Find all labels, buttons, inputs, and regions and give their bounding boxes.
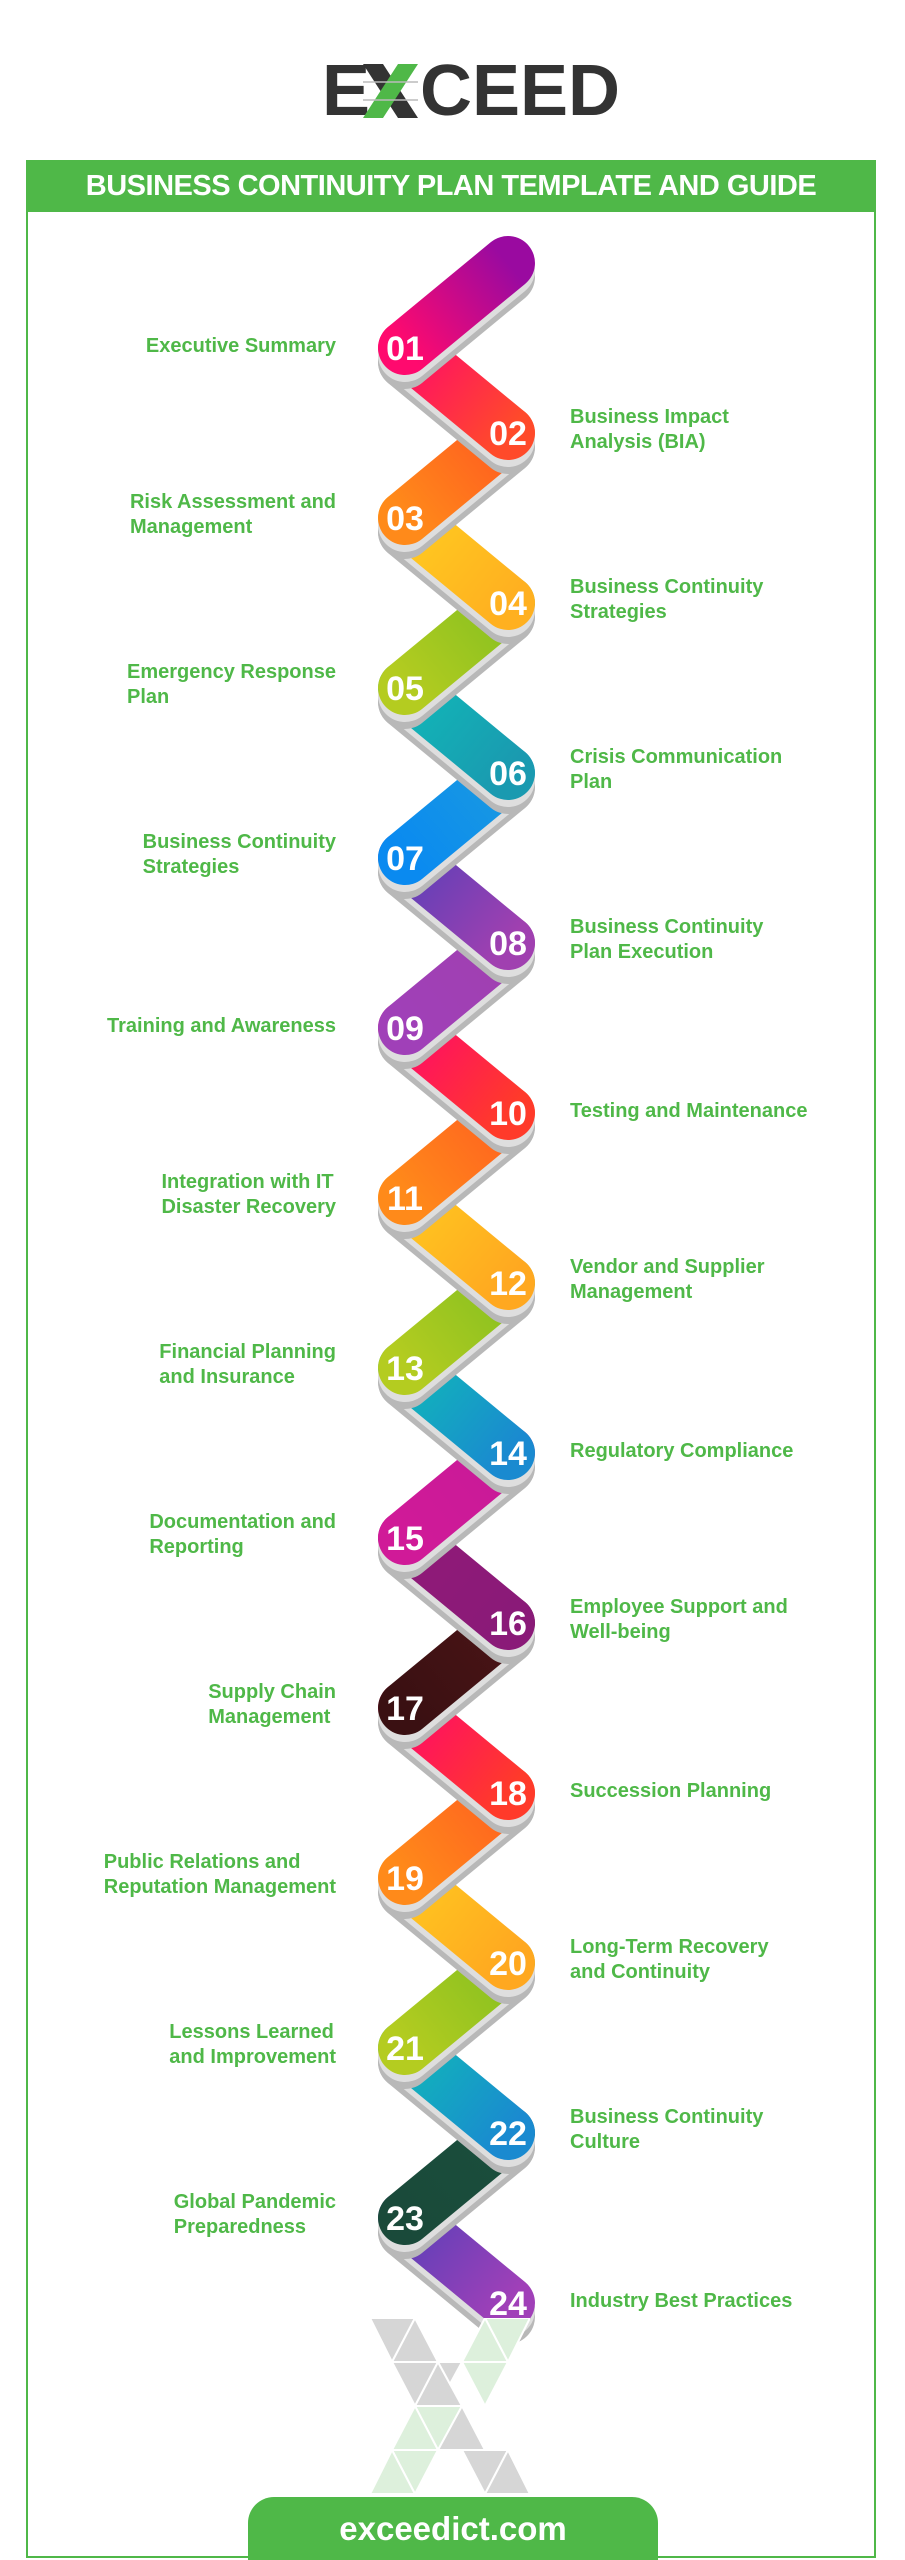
step-label-07: Business Continuity Strategies xyxy=(142,831,336,878)
page-title-banner: BUSINESS CONTINUITY PLAN TEMPLATE AND GU… xyxy=(26,160,876,212)
step-number: 11 xyxy=(387,1180,423,1218)
logo-letter-e: E xyxy=(322,52,370,131)
step-number: 13 xyxy=(386,1350,424,1388)
step-number: 23 xyxy=(386,2200,424,2238)
step-label-14: Regulatory Compliance xyxy=(570,1440,794,1462)
step-number: 15 xyxy=(386,1520,424,1558)
step-number: 06 xyxy=(489,755,527,793)
step-number: 04 xyxy=(489,585,527,623)
step-label-12: Vendor and Supplier Management xyxy=(570,1256,765,1303)
step-label-13: Financial Planning and Insurance xyxy=(159,1341,336,1388)
step-number: 18 xyxy=(489,1775,527,1813)
exceed-logo: E CEED xyxy=(322,52,620,131)
step-number: 14 xyxy=(489,1435,527,1473)
x-watermark-icon xyxy=(370,2318,530,2497)
step-number: 12 xyxy=(489,1265,527,1303)
step-number: 05 xyxy=(386,670,424,708)
step-label-04: Business Continuity Strategies xyxy=(570,576,764,623)
step-number: 21 xyxy=(386,2030,424,2068)
step-label-01: Executive Summary xyxy=(145,335,336,357)
step-label-10: Testing and Maintenance xyxy=(570,1100,808,1122)
step-number: 01 xyxy=(386,330,424,368)
step-label-09: Training and Awareness xyxy=(107,1015,336,1037)
step-label-03: Risk Assessment and Management xyxy=(129,491,336,538)
step-label-23: Global Pandemic Preparedness xyxy=(173,2191,336,2238)
logo-letters-ceed: CEED xyxy=(420,52,620,131)
step-number: 08 xyxy=(489,925,527,963)
step-number: 16 xyxy=(489,1605,527,1643)
step-number: 17 xyxy=(386,1690,424,1728)
step-number: 09 xyxy=(386,1010,424,1048)
step-label-17: Supply Chain Management xyxy=(208,1681,336,1728)
step-number: 19 xyxy=(386,1860,424,1898)
step-label-15: Documentation and Reporting xyxy=(149,1511,336,1558)
step-label-05: Emergency Response Plan xyxy=(127,661,336,708)
step-label-21: Lessons Learned and Improvement xyxy=(169,2021,336,2068)
step-number: 03 xyxy=(386,500,424,538)
step-label-08: Business Continuity Plan Execution xyxy=(570,916,764,963)
step-number: 20 xyxy=(489,1945,527,1983)
step-number: 22 xyxy=(489,2115,527,2153)
step-label-20: Long-Term Recovery and Continuity xyxy=(570,1936,769,1983)
ribbon-segment-01: 01 xyxy=(378,236,535,389)
step-label-02: Business Impact Analysis (BIA) xyxy=(570,406,729,453)
step-label-24: Industry Best Practices xyxy=(570,2290,793,2312)
step-label-06: Crisis Communication Plan xyxy=(570,746,783,793)
logo-x-mark-icon xyxy=(363,64,418,118)
step-label-18: Succession Planning xyxy=(570,1780,772,1802)
website-url-footer[interactable]: exceedict.com xyxy=(248,2497,658,2560)
step-number: 10 xyxy=(489,1095,527,1133)
step-number: 24 xyxy=(489,2285,527,2323)
step-label-16: Employee Support and Well-being xyxy=(570,1596,788,1643)
step-label-19: Public Relations and Reputation Manageme… xyxy=(103,1851,336,1898)
step-number: 02 xyxy=(489,415,527,453)
step-label-22: Business Continuity Culture xyxy=(570,2106,764,2153)
step-number: 07 xyxy=(386,840,424,878)
step-label-11: Integration with IT Disaster Recovery xyxy=(161,1171,336,1218)
